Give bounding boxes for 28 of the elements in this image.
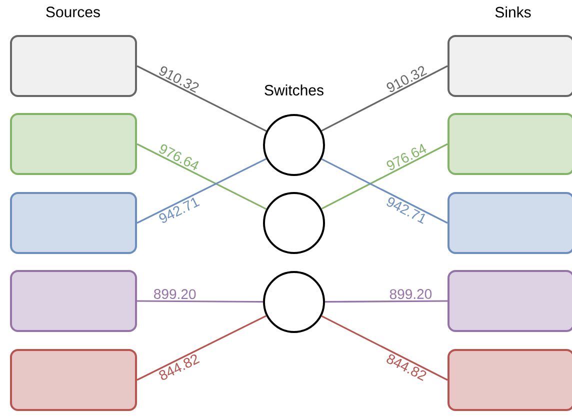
column-heading: Sources	[46, 6, 100, 18]
edge-label: 899.20	[154, 289, 196, 300]
sink-box	[448, 35, 572, 97]
connector-line	[321, 65, 448, 132]
switch-circle	[263, 114, 325, 176]
source-box	[10, 35, 137, 97]
sink-box	[448, 113, 572, 175]
connector-line	[321, 315, 448, 381]
source-box	[10, 349, 137, 411]
source-box	[10, 270, 137, 332]
source-box	[10, 113, 137, 175]
connector-line	[321, 158, 448, 224]
switch-circle	[263, 271, 325, 333]
connector-line	[321, 143, 448, 210]
connector-line	[136, 158, 267, 224]
column-heading: Sinks	[495, 6, 531, 18]
connector-line	[136, 65, 267, 132]
source-box	[10, 192, 137, 254]
sink-box	[448, 349, 572, 411]
connector-line	[325, 300, 448, 303]
switch-circle	[263, 192, 325, 254]
edge-label: 899.20	[390, 289, 432, 300]
sink-box	[448, 192, 572, 254]
sink-box	[448, 270, 572, 332]
connector-line	[136, 143, 267, 210]
connector-line	[136, 315, 267, 381]
connector-line	[137, 300, 264, 303]
column-heading: Switches	[264, 84, 324, 96]
